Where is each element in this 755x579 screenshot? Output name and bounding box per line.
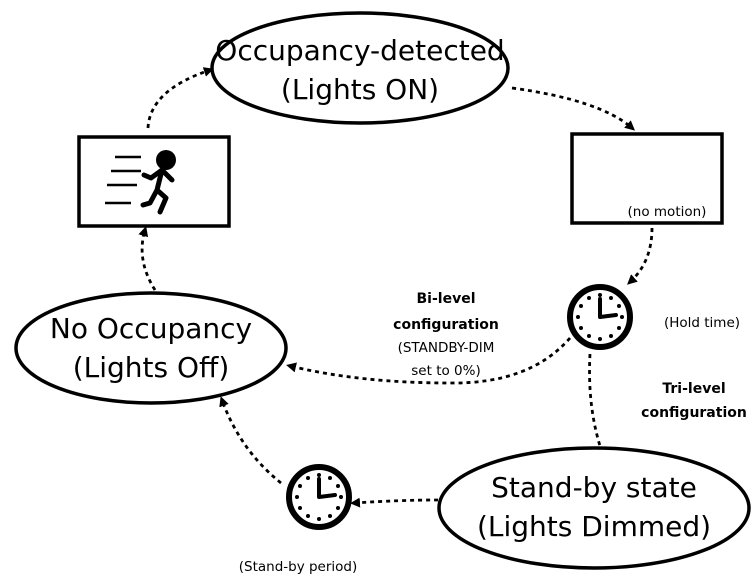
standby-period-label: (Stand-by period) xyxy=(239,559,358,575)
arrow-no-occupancy-to-motion xyxy=(138,226,157,291)
arrow-hold-clock-to-no-occupancy xyxy=(286,337,572,385)
state-no-occupancy-line1: No Occupancy xyxy=(50,312,252,345)
no-motion-label: (no motion) xyxy=(628,204,707,220)
state-standby: Stand-by state (Lights Dimmed) xyxy=(437,446,751,570)
arrow-standby-clock-to-no-occupancy xyxy=(219,396,282,485)
arrow-motion-to-occupied xyxy=(146,67,214,129)
state-occupancy-detected: Occupancy-detected (Lights ON) xyxy=(210,11,510,125)
state-no-occupancy: No Occupancy (Lights Off) xyxy=(14,291,288,405)
tri-level-annotation: Tri-level configuration xyxy=(641,381,747,421)
hold-time-clock: (Hold time) xyxy=(567,284,740,350)
state-occupied-line1: Occupancy-detected xyxy=(215,34,504,67)
clock-icon xyxy=(567,284,633,350)
hold-time-label: (Hold time) xyxy=(664,315,740,331)
standby-period-clock: (Stand-by period) xyxy=(239,464,358,575)
bi-level-note-line2: set to 0%) xyxy=(411,363,480,379)
motion-detected-box xyxy=(77,135,231,228)
arrow-no-motion-to-hold-clock xyxy=(627,227,654,285)
bi-level-annotation: Bi-level configuration (STANDBY-DIM set … xyxy=(393,291,499,379)
bi-level-title-line2: configuration xyxy=(393,317,499,333)
state-occupied-line2: (Lights ON) xyxy=(281,73,439,106)
state-standby-line2: (Lights Dimmed) xyxy=(477,510,711,543)
bi-level-title-line1: Bi-level xyxy=(417,291,476,307)
state-standby-line1: Stand-by state xyxy=(491,471,697,504)
state-no-occupancy-line2: (Lights Off) xyxy=(73,351,230,384)
clock-icon xyxy=(286,464,352,530)
bi-level-note-line1: (STANDBY-DIM xyxy=(398,340,495,356)
no-motion-box: (no motion) xyxy=(570,132,724,225)
running-person-icon xyxy=(105,150,176,215)
tri-level-title-line2: configuration xyxy=(641,405,747,421)
arrow-standby-to-standby-clock xyxy=(350,497,439,508)
arrow-occupied-to-no-motion xyxy=(511,86,636,131)
arrow-hold-clock-to-standby xyxy=(588,353,606,459)
tri-level-title-line1: Tri-level xyxy=(662,381,725,397)
